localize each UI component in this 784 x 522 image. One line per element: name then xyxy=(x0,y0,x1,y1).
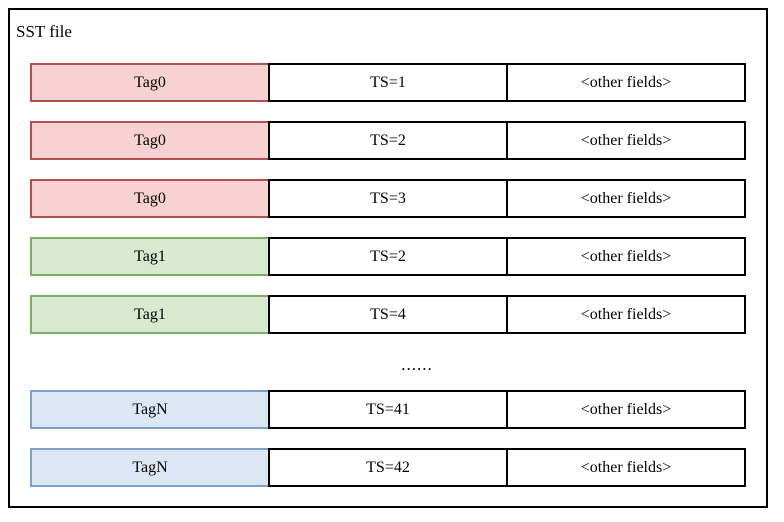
table-row: Tag0 TS=3 <other fields> xyxy=(30,179,748,218)
cell-other-fields: <other fields> xyxy=(506,237,746,276)
cell-other-fields: <other fields> xyxy=(506,179,746,218)
cell-tag: Tag0 xyxy=(30,63,270,102)
cell-other-fields: <other fields> xyxy=(506,63,746,102)
cell-timestamp: TS=2 xyxy=(268,121,508,160)
cell-timestamp: TS=3 xyxy=(268,179,508,218)
cell-timestamp: TS=2 xyxy=(268,237,508,276)
sst-file-container: SST file Tag0 TS=1 <other fields> Tag0 T… xyxy=(8,8,768,508)
table-row: Tag1 TS=2 <other fields> xyxy=(30,237,748,276)
cell-tag: Tag0 xyxy=(30,179,270,218)
record-list: Tag0 TS=1 <other fields> Tag0 TS=2 <othe… xyxy=(30,63,748,506)
cell-timestamp: TS=41 xyxy=(268,390,508,429)
table-row: Tag1 TS=4 <other fields> xyxy=(30,295,748,334)
cell-tag: TagN xyxy=(30,448,270,487)
cell-tag: Tag0 xyxy=(30,121,270,160)
cell-tag: TagN xyxy=(30,390,270,429)
ellipsis-separator: ...... xyxy=(30,353,748,376)
cell-other-fields: <other fields> xyxy=(506,121,746,160)
cell-tag: Tag1 xyxy=(30,237,270,276)
table-row: Tag0 TS=1 <other fields> xyxy=(30,63,748,102)
cell-other-fields: <other fields> xyxy=(506,448,746,487)
cell-other-fields: <other fields> xyxy=(506,390,746,429)
table-row: TagN TS=41 <other fields> xyxy=(30,390,748,429)
cell-timestamp: TS=4 xyxy=(268,295,508,334)
sst-file-title: SST file xyxy=(16,22,72,41)
table-row: Tag0 TS=2 <other fields> xyxy=(30,121,748,160)
cell-other-fields: <other fields> xyxy=(506,295,746,334)
cell-tag: Tag1 xyxy=(30,295,270,334)
cell-timestamp: TS=42 xyxy=(268,448,508,487)
table-row: TagN TS=42 <other fields> xyxy=(30,448,748,487)
ellipsis-dots: ...... xyxy=(401,355,433,374)
cell-timestamp: TS=1 xyxy=(268,63,508,102)
